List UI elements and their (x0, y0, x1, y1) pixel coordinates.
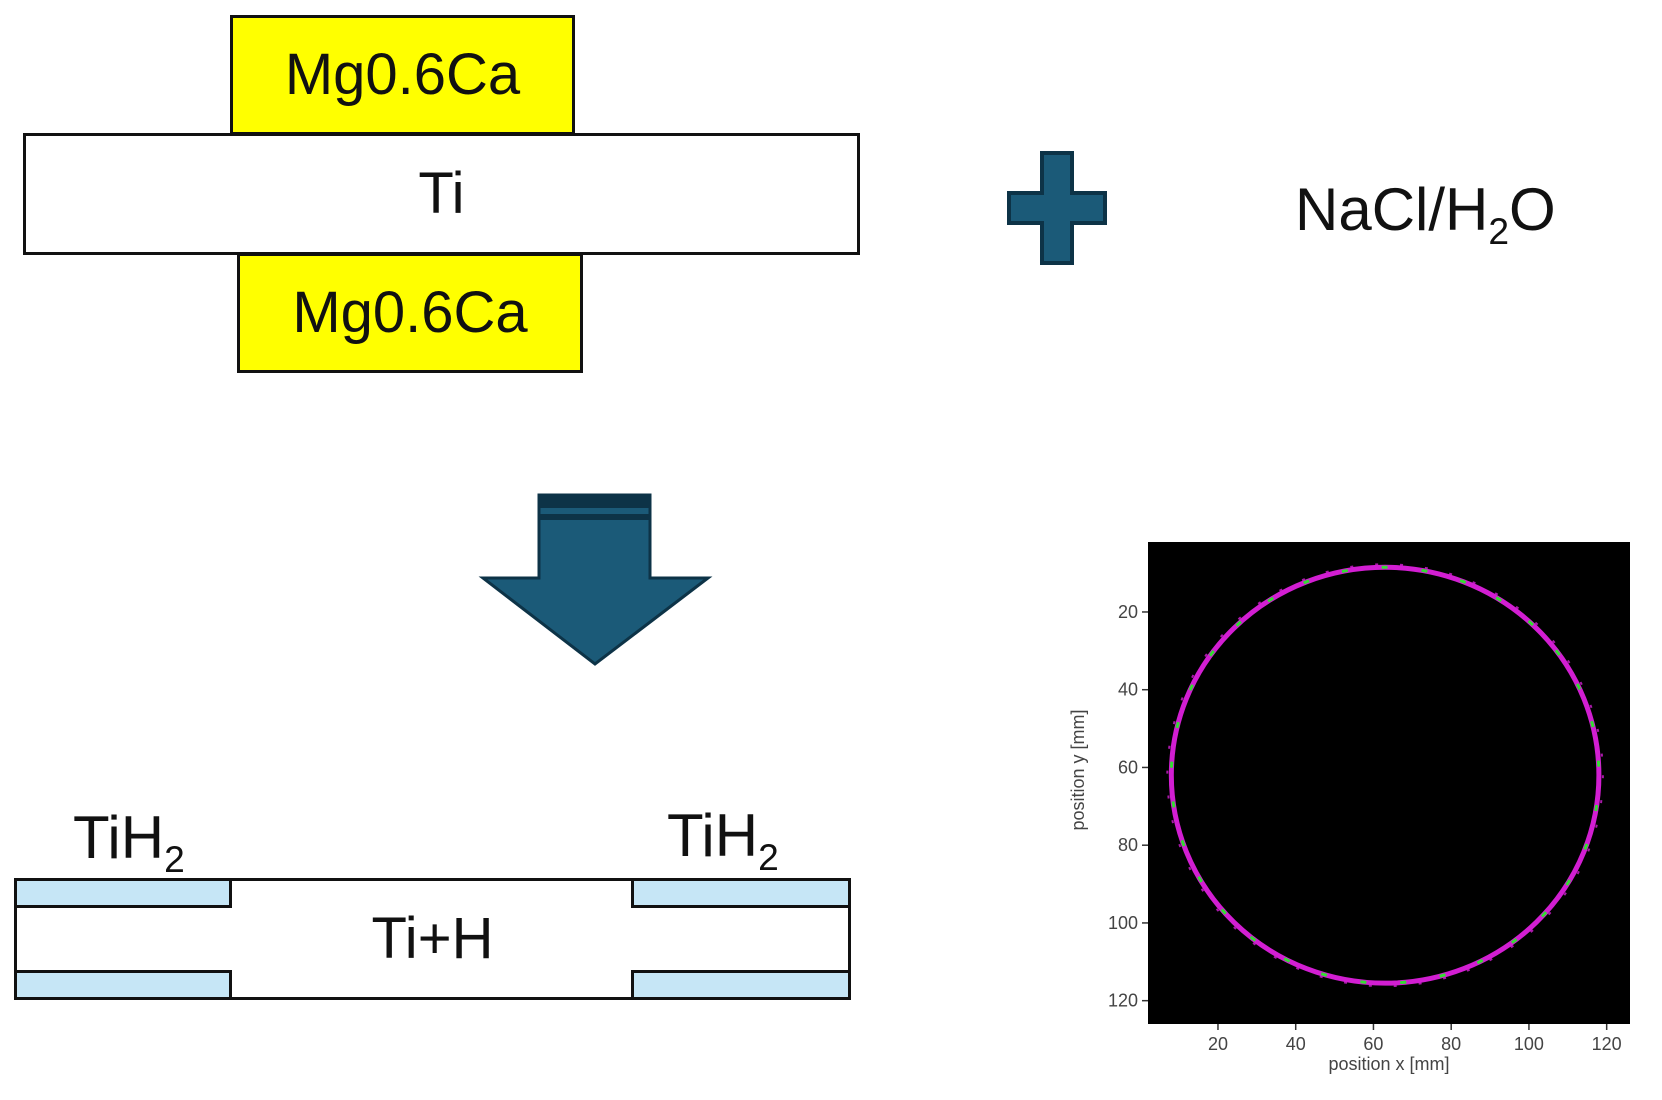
x-tick-label-80: 80 (1441, 1034, 1461, 1054)
upper-mg-layer: Mg0.6Ca (230, 15, 575, 135)
hydride-top-right (631, 878, 851, 908)
y-tick-label-100: 100 (1108, 913, 1138, 933)
plus-icon (1007, 151, 1107, 265)
y-tick-label-80: 80 (1118, 835, 1138, 855)
lower-mg-layer-label: Mg0.6Ca (292, 280, 528, 345)
y-tick-label-40: 40 (1118, 680, 1138, 700)
tih2-right-sub: 2 (758, 836, 779, 879)
ring-image-plot: 20 40 60 80 100 120 20 40 60 80 100 120 position x … (1068, 542, 1630, 1074)
x-tick-label-120: 120 (1592, 1034, 1622, 1054)
ti-core: Ti (23, 133, 860, 255)
y-tick-label-20: 20 (1118, 602, 1138, 622)
plot-background (1148, 542, 1630, 1024)
x-tick-label-20: 20 (1208, 1034, 1228, 1054)
ring-accent (1169, 565, 1601, 985)
tih2-right-label: TiH2 (667, 806, 779, 876)
y-axis-label: position y [mm] (1068, 709, 1088, 830)
tih2-left-label: TiH2 (73, 808, 185, 878)
hydride-bottom-right (631, 970, 851, 1000)
hydride-top-left (14, 878, 232, 908)
tih2-left-sub: 2 (164, 838, 185, 881)
ti-core-label: Ti (418, 161, 465, 226)
x-tick-label-100: 100 (1514, 1034, 1544, 1054)
reagent-label-sub: 2 (1488, 210, 1510, 253)
reagent-label: NaCl/H2O (1295, 180, 1556, 250)
x-tick-label-60: 60 (1363, 1034, 1383, 1054)
y-tick-label-120: 120 (1108, 991, 1138, 1011)
lower-mg-layer: Mg0.6Ca (237, 253, 583, 373)
hydride-bottom-left (14, 970, 232, 1000)
tih2-left-main: TiH (73, 804, 165, 871)
tih2-right-main: TiH (667, 802, 759, 869)
plot-axes: 20 40 60 80 100 120 20 40 60 80 100 120 (1108, 542, 1630, 1054)
ring-noise (1166, 563, 1604, 988)
ti-h-core-label: Ti+H (371, 906, 494, 971)
x-axis-label: position x [mm] (1328, 1054, 1449, 1074)
reagent-label-tail: O (1509, 176, 1556, 243)
down-arrow-icon (478, 493, 713, 666)
upper-mg-layer-label: Mg0.6Ca (284, 42, 521, 107)
y-tick-label-60: 60 (1118, 757, 1138, 777)
reagent-label-main: NaCl/H (1295, 176, 1489, 243)
x-tick-label-40: 40 (1286, 1034, 1306, 1054)
